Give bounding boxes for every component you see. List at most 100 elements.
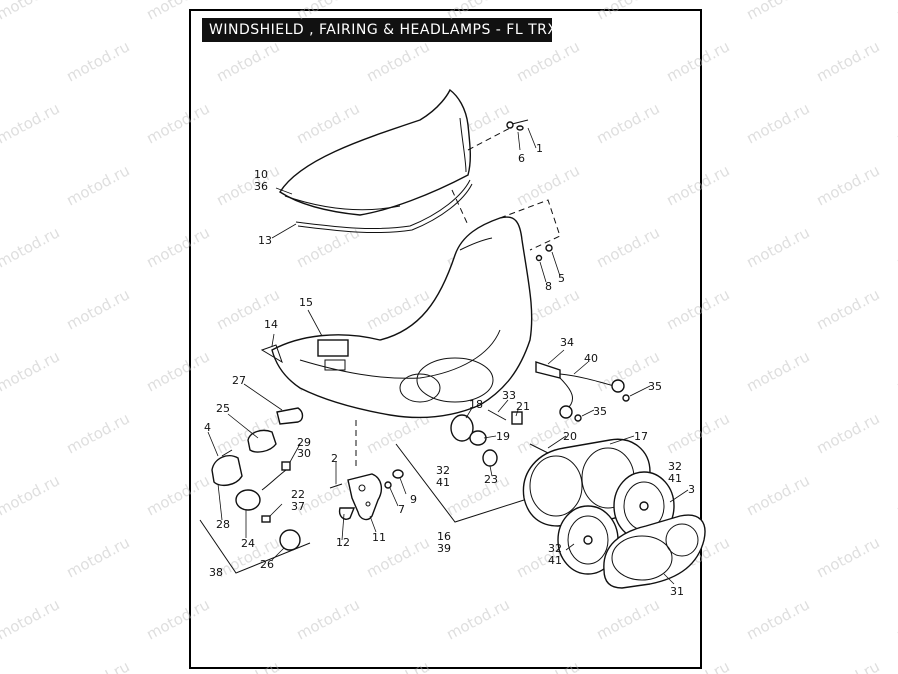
watermark-text: motod.ru	[443, 595, 512, 643]
callout-4: 4	[204, 421, 211, 434]
callout-33: 33	[502, 389, 516, 402]
callout-35: 35	[648, 380, 662, 393]
watermark-text: motod.ru	[893, 595, 898, 643]
watermark-text: motod.ru	[743, 471, 812, 519]
spotlight-ring-19	[469, 430, 487, 446]
watermark-text: motod.ru	[743, 223, 812, 271]
callout-25: 25	[216, 402, 230, 415]
callout-6: 6	[518, 152, 525, 165]
watermark-text: motod.ru	[743, 0, 812, 24]
watermark-text: motod.ru	[143, 471, 212, 519]
watermark-text: motod.ru	[513, 657, 582, 674]
turn-signal-mount-27	[276, 407, 304, 425]
callout-8: 8	[545, 280, 552, 293]
bracket-group-line-38	[199, 519, 311, 574]
spotlight-screw-33	[487, 409, 507, 421]
callout-10: 10	[254, 168, 268, 181]
watermark-text: motod.ru	[293, 0, 362, 24]
watermark-text: motod.ru	[63, 657, 132, 674]
watermark-text: motod.ru	[893, 0, 898, 24]
callout-20: 20	[563, 430, 577, 443]
leader-lines	[207, 127, 689, 585]
callout-23: 23	[484, 473, 498, 486]
spotlight-bolt-20	[529, 443, 551, 455]
callout-35: 35	[593, 405, 607, 418]
callout-2: 2	[331, 452, 338, 465]
fairing-vent-panel	[324, 359, 346, 371]
callout-17: 17	[634, 430, 648, 443]
callout-41: 41	[436, 476, 450, 489]
callout-41: 41	[548, 554, 562, 567]
callout-32: 32	[668, 460, 682, 473]
connector-35b	[574, 414, 582, 422]
callout-37: 37	[291, 500, 305, 513]
callout-16: 16	[437, 530, 451, 543]
watermark-text: motod.ru	[663, 285, 732, 333]
watermark-text: motod.ru	[443, 0, 512, 24]
callout-3: 3	[688, 483, 695, 496]
watermark-text: motod.ru	[813, 285, 882, 333]
bracket-bolt-2	[329, 483, 343, 489]
windshield	[279, 88, 471, 216]
watermark-text: motod.ru	[893, 223, 898, 271]
watermark-text: motod.ru	[663, 161, 732, 209]
callout-29: 29	[297, 436, 311, 449]
callout-9: 9	[410, 493, 417, 506]
watermark-text: motod.ru	[743, 595, 812, 643]
turn-signal-bulb-24	[235, 489, 261, 511]
watermark-text: motod.ru	[593, 0, 662, 24]
watermark-text: motod.ru	[593, 595, 662, 643]
headlamp-trim-ring-31	[603, 514, 706, 589]
watermark-text: motod.ru	[213, 657, 282, 674]
lens-cap-26	[279, 529, 301, 551]
watermark-text: motod.ru	[293, 223, 362, 271]
callout-5: 5	[558, 272, 565, 285]
callout-38: 38	[209, 566, 223, 579]
socket-22	[261, 515, 271, 523]
windshield-washer-6	[516, 125, 524, 131]
watermark-text: motod.ru	[513, 37, 582, 85]
callout-14: 14	[264, 318, 278, 331]
headlamp-mount-bracket	[338, 473, 383, 521]
callout-labels: 1 6 10 36 13 5 8 15 14 34 40 35 35 27 25…	[204, 142, 695, 598]
watermark-text: motod.ru	[813, 533, 882, 581]
watermark-text: motod.ru	[443, 471, 512, 519]
watermark-text: motod.ru	[143, 99, 212, 147]
watermark-text: motod.ru	[293, 595, 362, 643]
watermark-text: motod.ru	[213, 37, 282, 85]
callout-27: 27	[232, 374, 246, 387]
callout-36: 36	[254, 180, 268, 193]
callout-34: 34	[560, 336, 574, 349]
diagram-title: WINDSHIELD , FAIRING & HEADLAMPS - FL TR…	[202, 18, 557, 42]
watermark-text: motod.ru	[513, 161, 582, 209]
callout-40: 40	[584, 352, 598, 365]
watermark-text: motod.ru	[0, 595, 63, 643]
windshield-trim-strip-inner	[297, 183, 473, 234]
callout-1: 1	[536, 142, 543, 155]
assembly-line-windshield-to-fairing	[451, 189, 469, 226]
callout-32: 32	[548, 542, 562, 555]
watermark-text: motod.ru	[743, 99, 812, 147]
watermark-text: motod.ru	[63, 37, 132, 85]
callout-15: 15	[299, 296, 313, 309]
watermark-text: motod.ru	[893, 347, 898, 395]
callout-24: 24	[241, 537, 255, 550]
watermark-text: motod.ru	[143, 0, 212, 24]
watermark-text: motod.ru	[363, 657, 432, 674]
watermark-text: motod.ru	[663, 657, 732, 674]
watermark-text: motod.ru	[0, 471, 63, 519]
watermark-text: motod.ru	[813, 657, 882, 674]
watermark-text: motod.ru	[593, 99, 662, 147]
callout-28: 28	[216, 518, 230, 531]
watermark-text: motod.ru	[663, 409, 732, 457]
callout-7: 7	[398, 503, 405, 516]
callout-30: 30	[297, 447, 311, 460]
connector-35a	[622, 394, 630, 402]
watermark-text: motod.ru	[0, 99, 63, 147]
headlamp-group-line-16	[395, 443, 525, 523]
callout-41: 41	[668, 472, 682, 485]
bracket-washer-9	[392, 469, 404, 479]
watermark-text: motod.ru	[593, 223, 662, 271]
callout-11: 11	[372, 531, 386, 544]
